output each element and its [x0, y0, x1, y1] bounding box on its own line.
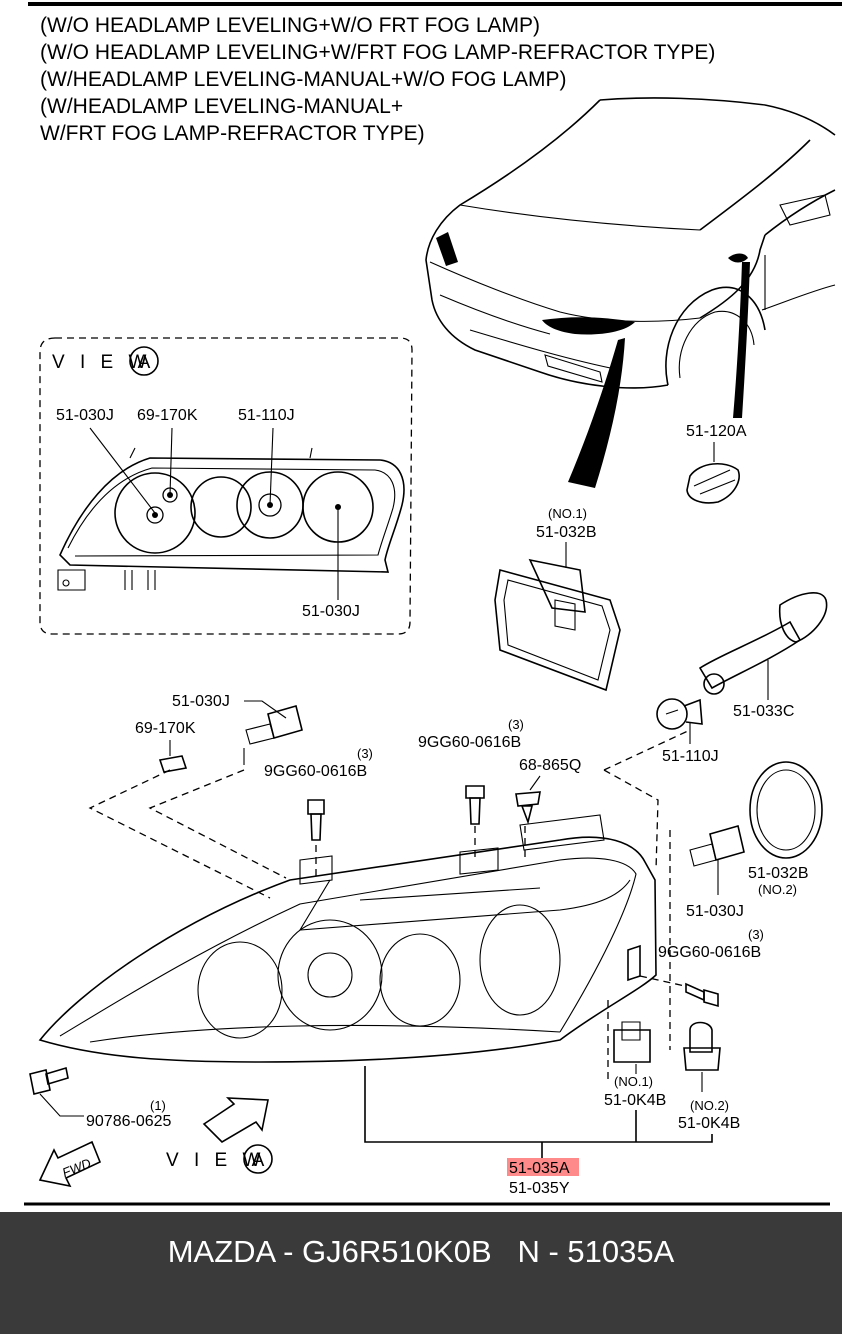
bracket-k4b-1: (NO.1) 51-0K4B	[604, 1021, 666, 1109]
bolt-c: (3) 9GG60-0616B	[658, 927, 764, 1008]
label-bolt-b: 9GG60-0616B	[418, 734, 521, 751]
view-part-51-030j-right: 51-030J	[302, 603, 360, 620]
bracket-no1: (NO.1) 51-032B	[494, 506, 621, 692]
condition-line-3: (W/HEADLAMP LEVELING-MANUAL+W/O FOG LAMP…	[40, 68, 566, 91]
label-bulb-top: 51-030J	[172, 693, 230, 710]
label-k4b1: 51-0K4B	[604, 1092, 666, 1109]
view-a-circle	[129, 346, 159, 376]
condition-line-5: W/FRT FOG LAMP-REFRACTOR TYPE)	[40, 122, 425, 145]
main-part-bracket	[364, 1066, 713, 1158]
label-bolt-a-qty: (3)	[357, 746, 373, 761]
label-bracket1-no: (NO.1)	[548, 506, 587, 521]
socket-assembly: 51-033C 51-110J	[656, 592, 828, 765]
cover-no2: 51-032B (NO.2)	[748, 761, 823, 897]
view-part-69-170k: 69-170K	[137, 407, 198, 424]
fwd-label: FWD	[60, 1155, 93, 1180]
label-k4b2: 51-0K4B	[678, 1115, 740, 1132]
view-a-label: V I E W	[52, 352, 151, 373]
headlamp-rear-view	[57, 427, 405, 600]
label-bulb-right: 51-030J	[686, 903, 744, 920]
screw: (1) 90786-0625	[29, 1066, 172, 1130]
label-bolt-b-qty: (3)	[508, 717, 524, 732]
label-screw: 90786-0625	[86, 1113, 172, 1130]
footer-part-number: MAZDA - GJ6R510K0B N - 51035A	[167, 1234, 675, 1269]
label-bolt-a: 9GG60-0616B	[264, 763, 367, 780]
label-small-bulb: 69-170K	[135, 720, 196, 737]
condition-line-4: (W/HEADLAMP LEVELING-MANUAL+	[40, 95, 403, 118]
bracket-k4b-2: (NO.2) 51-0K4B	[678, 1021, 740, 1132]
label-k4b2-no: (NO.2)	[690, 1098, 729, 1113]
condition-line-1: (W/O HEADLAMP LEVELING+W/O FRT FOG LAMP)	[40, 14, 540, 37]
footer-bar: MAZDA - GJ6R510K0B N - 51035A	[0, 1212, 842, 1334]
parts-diagram: (W/O HEADLAMP LEVELING+W/O FRT FOG LAMP)…	[24, 2, 842, 1206]
bolt-b: (3) 9GG60-0616B	[418, 717, 524, 825]
label-bolt-c: 9GG60-0616B	[658, 944, 761, 961]
view-part-51-110j: 51-110J	[238, 407, 295, 424]
label-bolt-c-qty: (3)	[748, 927, 764, 942]
view-part-51-030j-left: 51-030J	[56, 407, 114, 424]
bulb-right: 51-030J	[686, 824, 745, 920]
headlamp-main-assembly	[38, 814, 657, 1063]
view-a-box: V I E W A 51-030J 69-170K 51-110J 51-030…	[39, 337, 413, 635]
label-k4b1-no: (NO.1)	[614, 1074, 653, 1089]
clip: 68-865Q	[515, 757, 581, 825]
label-bracket1: 51-032B	[536, 524, 597, 541]
view-a-arrow-label: V I E W	[166, 1150, 265, 1171]
label-51-110j: 51-110J	[662, 748, 719, 765]
label-cover-no2: 51-032B	[748, 865, 809, 882]
label-clip: 68-865Q	[519, 757, 581, 774]
view-a-letter: A	[138, 352, 151, 373]
condition-line-2: (W/O HEADLAMP LEVELING+W/FRT FOG LAMP-RE…	[40, 41, 715, 64]
label-51-033c: 51-033C	[733, 703, 794, 720]
label-51-120a: 51-120A	[686, 423, 747, 440]
fwd-arrow: FWD	[38, 1140, 102, 1188]
label-screw-qty: (1)	[150, 1098, 166, 1113]
small-bulb: 69-170K	[135, 720, 196, 773]
assembly-dashed-lines	[88, 729, 691, 1080]
side-turn-lamp: 51-120A	[686, 423, 747, 504]
main-part-highlight	[507, 1158, 579, 1176]
bulb-top: 51-030J	[172, 693, 303, 765]
label-cover-no2-tag: (NO.2)	[758, 882, 797, 897]
bolt-a: (3) 9GG60-0616B	[264, 746, 373, 841]
view-a-arrow-circle	[243, 1144, 273, 1174]
car-front-illustration	[425, 97, 836, 488]
label-main-part-alt: 51-035Y	[509, 1180, 570, 1197]
label-main-part: 51-035A	[509, 1160, 570, 1177]
view-a-arrow: V I E W A	[166, 1097, 273, 1174]
view-a-arrow-letter: A	[252, 1150, 265, 1171]
condition-header: (W/O HEADLAMP LEVELING+W/O FRT FOG LAMP)…	[40, 14, 715, 145]
